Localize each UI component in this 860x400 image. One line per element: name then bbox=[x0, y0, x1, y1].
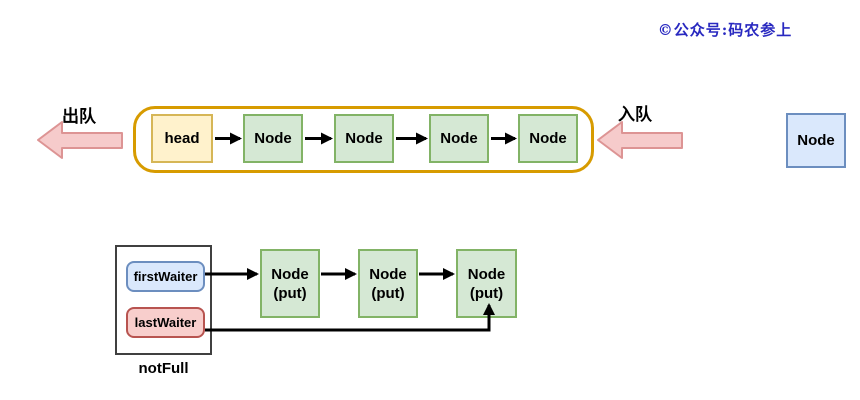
dequeue-label: 出队 bbox=[62, 107, 96, 126]
put-node-3: Node (put) bbox=[456, 249, 517, 318]
queue-container bbox=[133, 106, 594, 173]
watermark-text: ©公众号:码农参上 bbox=[657, 21, 793, 39]
first-waiter-box: firstWaiter bbox=[126, 261, 205, 292]
put-node-1-subtitle: (put) bbox=[273, 284, 307, 302]
notfull-label: notFull bbox=[138, 360, 189, 377]
queue-node-2: Node bbox=[334, 114, 394, 163]
put-node-2-subtitle: (put) bbox=[371, 284, 405, 302]
put-node-2-title: Node bbox=[369, 265, 407, 283]
put-node-1: Node (put) bbox=[260, 249, 320, 318]
queue-node-4: Node bbox=[518, 114, 578, 163]
last-waiter-arrow bbox=[205, 303, 495, 332]
enqueue-arrow bbox=[597, 121, 683, 159]
detached-node-box: Node bbox=[786, 113, 846, 168]
queue-node-3: Node bbox=[429, 114, 489, 163]
put-node-3-subtitle: (put) bbox=[469, 284, 504, 302]
queue-node-1: Node bbox=[243, 114, 303, 163]
enqueue-label: 入队 bbox=[618, 105, 652, 124]
put-node-1-title: Node bbox=[271, 265, 309, 283]
last-waiter-box: lastWaiter bbox=[126, 307, 205, 338]
put-node-3-title: Node bbox=[467, 265, 506, 283]
head-box: head bbox=[151, 114, 213, 163]
dequeue-arrow bbox=[37, 121, 123, 159]
put-node-2: Node (put) bbox=[358, 249, 418, 318]
